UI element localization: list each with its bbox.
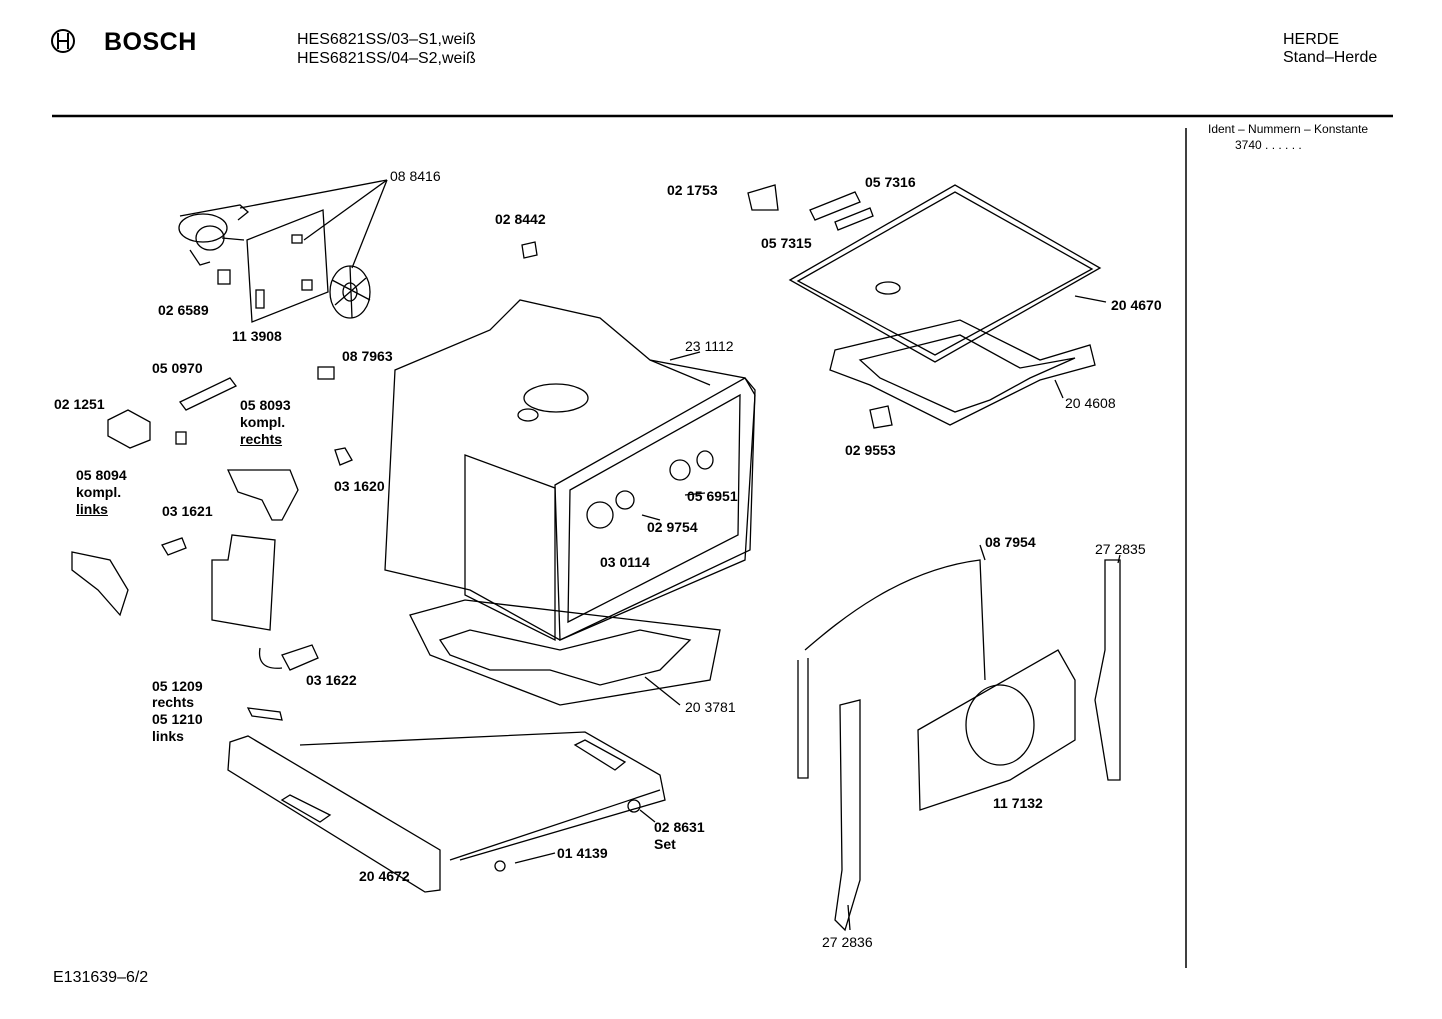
ident-title: Ident – Nummern – Konstante — [1208, 122, 1369, 136]
part-label: 11 7132 — [993, 795, 1043, 811]
brand-name: BOSCH — [104, 28, 197, 56]
category-line-1: HERDE — [1283, 31, 1340, 48]
part-label: 02 1251 — [54, 396, 105, 412]
top-cover-204670 — [788, 184, 1102, 363]
part-label: 05 0970 — [152, 360, 203, 376]
part-label: rechts — [152, 694, 195, 710]
part-label: 05 8093 — [240, 397, 291, 413]
part-label: 02 9754 — [647, 519, 698, 535]
part-label: rechts — [240, 431, 283, 447]
capacitor-031622 — [281, 644, 319, 671]
holder-029553 — [869, 405, 893, 429]
bottom-heater-203781 — [409, 599, 721, 706]
part-label: 03 1620 — [334, 478, 385, 494]
part-label: 05 1209 — [152, 678, 203, 694]
part-label: 02 1753 — [667, 182, 718, 198]
fan-motor-part — [178, 204, 250, 266]
rear-fan-cover-117132 — [917, 649, 1076, 811]
part-label: links — [152, 728, 184, 744]
part-label: 20 4608 — [1065, 395, 1116, 411]
part-label: 05 8094 — [76, 467, 127, 483]
door-seal-087954 — [804, 559, 986, 681]
part-label: 20 3781 — [685, 699, 736, 715]
part-label: 05 6951 — [687, 488, 738, 504]
part-label: 05 7316 — [865, 174, 916, 190]
bracket-057315 — [834, 207, 874, 231]
part-label: 20 4672 — [359, 868, 410, 884]
fan-wheel-part — [329, 265, 371, 319]
part-label: 08 7963 — [342, 348, 393, 364]
model-line-2: HES6821SS/04–S2,weiß — [297, 50, 476, 67]
part-label: 20 4670 — [1111, 297, 1162, 313]
part-label: 02 9553 — [845, 442, 896, 458]
part-label: 11 3908 — [232, 328, 282, 344]
switch-031620 — [334, 447, 353, 466]
leader-088416-a — [239, 179, 388, 209]
clip-026589 — [217, 269, 231, 285]
knob-030114 — [586, 501, 614, 529]
part-label: 02 8631 — [654, 819, 705, 835]
clip-051209 — [246, 707, 283, 721]
ident-value: 3740 . . . . . . — [1235, 138, 1302, 152]
block-021251 — [107, 409, 151, 449]
terminal-block-050970 — [179, 377, 237, 411]
hinge-021753 — [747, 184, 779, 211]
rail-272835 — [1094, 559, 1121, 781]
base-frame-204672 — [227, 731, 666, 893]
bosch-logo-icon — [51, 29, 75, 53]
part-label: 02 8442 — [495, 211, 546, 227]
switch-087963 — [317, 366, 335, 380]
part-label: 08 8416 — [390, 168, 441, 184]
clip-028442 — [521, 241, 538, 259]
rail-272836 — [834, 699, 861, 932]
grill-heater-204608 — [829, 319, 1096, 426]
leader-088416-b — [303, 179, 388, 241]
category-line-2: Stand–Herde — [1283, 49, 1378, 66]
lamp-056951 — [669, 459, 691, 481]
part-label: 27 2835 — [1095, 541, 1146, 557]
plug-028631 — [627, 799, 641, 813]
motor-mount-plate — [246, 209, 329, 323]
part-label: 03 1621 — [162, 503, 213, 519]
part-label: links — [76, 501, 108, 517]
part-label: 02 6589 — [158, 302, 209, 318]
mounting-plate — [211, 534, 276, 631]
bracket-057316 — [809, 191, 861, 221]
part-label: 03 1622 — [306, 672, 357, 688]
part-label: 08 7954 — [985, 534, 1036, 550]
bracket-058093 — [226, 469, 299, 521]
leader-088416-c — [351, 179, 388, 269]
part-label: 05 7315 — [761, 235, 812, 251]
oven-cavity-231112 — [384, 299, 756, 642]
part-label: kompl. — [240, 414, 286, 430]
part-label: 23 1112 — [685, 338, 734, 354]
switch-031621 — [161, 537, 187, 556]
drawing-id: E131639–6/2 — [53, 969, 149, 986]
part-label: 01 4139 — [557, 845, 608, 861]
plug-014139 — [494, 860, 506, 872]
part-label: 05 1210 — [152, 711, 203, 727]
part-label: kompl. — [76, 484, 122, 500]
part-label: 27 2836 — [822, 934, 873, 950]
part-label: Set — [654, 836, 676, 852]
model-line-1: HES6821SS/03–S1,weiß — [297, 31, 476, 48]
clip-small — [175, 431, 187, 445]
part-label: 03 0114 — [600, 554, 650, 570]
bracket-058094 — [71, 551, 129, 617]
ring-029754 — [615, 490, 635, 510]
